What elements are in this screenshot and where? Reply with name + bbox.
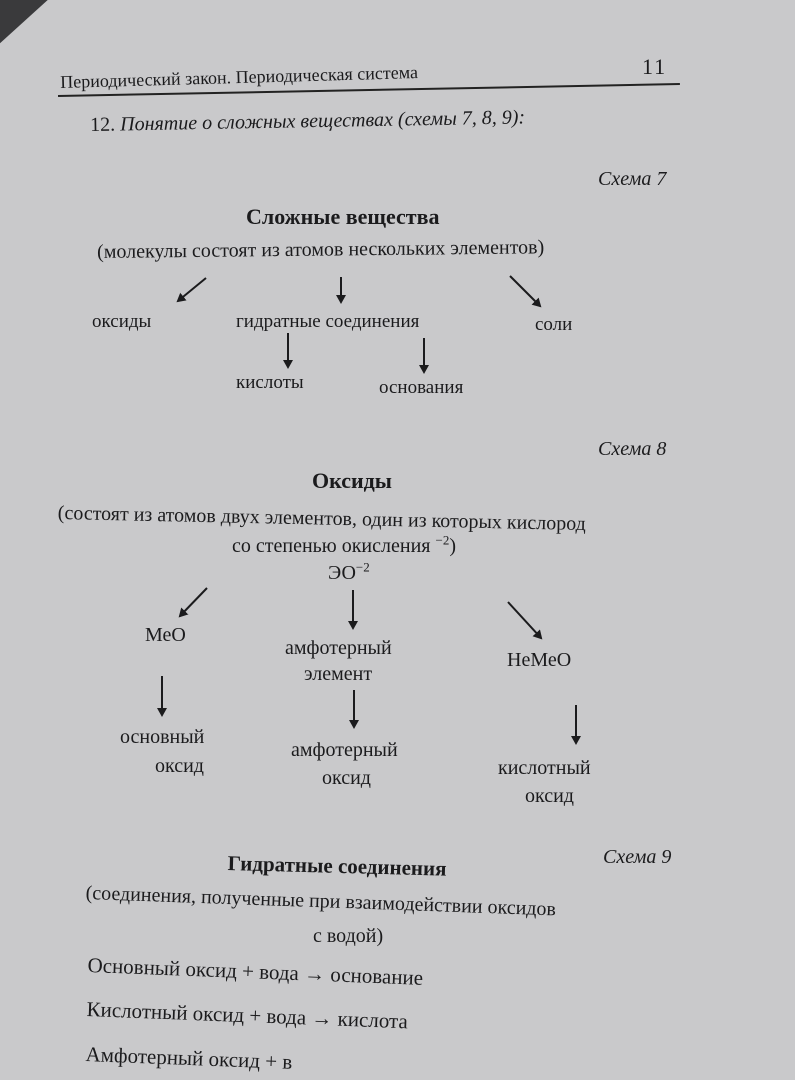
scheme7-acids: кислоты (236, 372, 304, 393)
scheme7-hydrates: гидратные соединения (236, 311, 420, 332)
scheme8-acidic-1: кислотный (498, 757, 591, 779)
scheme9-subtitle-line2: с водой) (313, 925, 384, 947)
page-number: 11 (642, 54, 668, 79)
arrow-to-salts (509, 275, 542, 308)
scheme8-basic-1: основный (120, 726, 205, 748)
scheme8-amph-oxide-2: оксид (322, 767, 371, 789)
scheme8-formula-base: ЭО (328, 562, 356, 584)
scheme8-meo: МеО (145, 624, 186, 646)
scheme8-acidic-2: оксид (525, 785, 574, 807)
scheme7-salts: соли (535, 314, 573, 335)
scheme8-subtitle-line2: со степенью окисления −2) (232, 533, 456, 557)
scheme8-title: Оксиды (312, 468, 392, 493)
scheme8-nemeo: НеМеО (507, 649, 572, 671)
scheme7-oxides: оксиды (92, 311, 152, 332)
scheme7-title: Сложные вещества (246, 204, 440, 229)
scheme8-amph-oxide-1: амфотерный (291, 739, 398, 761)
scheme8-subtitle-close: ) (449, 535, 456, 557)
scheme8-subtitle-sup: −2 (435, 532, 450, 548)
scheme8-formula: ЭО−2 (328, 560, 370, 584)
scheme9-label: Схема 9 (603, 846, 672, 868)
scheme8-basic-2: оксид (155, 755, 204, 777)
scheme7-bases: основания (379, 377, 464, 398)
scheme8-subtitle-text: со степенью окисления (232, 535, 431, 557)
scheme8-amph-elem-1: амфотерный (285, 637, 392, 659)
scheme8-formula-sup: −2 (355, 559, 370, 575)
scheme7-label: Схема 7 (598, 168, 667, 190)
scheme8-label: Схема 8 (598, 438, 667, 460)
scheme8-amph-elem-2: элемент (304, 663, 373, 685)
arrow-to-oxides (176, 277, 207, 303)
arrow-to-nemeo (507, 601, 543, 640)
arrow-to-meo (178, 587, 208, 618)
